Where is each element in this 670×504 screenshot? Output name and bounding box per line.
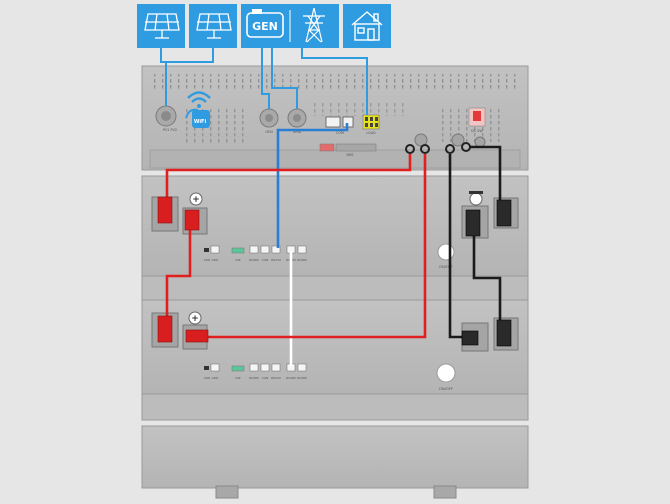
inverter-unit: PV1 PV2 WiFi GEN GRID COM [141, 65, 529, 171]
port-label: RS485 [297, 376, 307, 380]
module-2-ports: ADD ADD DIP RS485 CAN RS232 RS485 RS485 [204, 363, 307, 380]
generator-label: GEN [252, 20, 278, 33]
load-port-label: LOAD [366, 131, 376, 135]
source-cables [160, 48, 368, 115]
wifi-label: WiFi [194, 119, 207, 125]
port-label: CAN [262, 376, 268, 380]
bms-port-label: BMS [347, 153, 354, 157]
port-label: RS485 [249, 376, 259, 380]
inverter-ring-terminals [405, 142, 471, 154]
positive-lugs [157, 196, 209, 343]
battery-module-1: + ADD ADD DIP RS485 CAN RS232 RS485 RS48… [141, 175, 529, 301]
port-label: RS485 [286, 376, 296, 380]
port-label: ADD [212, 258, 219, 262]
svg-text:+: + [192, 195, 200, 205]
switch-label: ON/OFF [439, 386, 453, 391]
svg-text:+: + [191, 314, 199, 324]
port-label: RS485 [249, 258, 259, 262]
positive-cables [165, 154, 427, 339]
battery-terminal-ports [414, 133, 486, 148]
pv-port-label: PV1 PV2 [163, 128, 177, 132]
port-label: CAN [262, 258, 268, 262]
solar-panel-2-icon [189, 4, 237, 48]
port-label: RS232 [271, 376, 281, 380]
battery-module-2: + ADD ADD DIP RS485 CAN RS232 RS485 RS48… [141, 299, 529, 421]
port-label: ADD [204, 376, 211, 380]
port-label: DIP [235, 258, 240, 262]
grid-port-label: GRID [293, 130, 302, 134]
breaker-label: DC SW [471, 129, 483, 133]
power-switch-2[interactable]: ON/OFF [436, 363, 456, 391]
port-label: RS485 [297, 258, 307, 262]
port-label: ADD [212, 376, 219, 380]
gen-port-label: GEN [265, 130, 273, 134]
dc-breaker: DC SW [468, 107, 486, 133]
comm-port-label: COM [336, 131, 344, 135]
gen-port: GEN [259, 108, 279, 134]
switch-label: ON/OFF [439, 265, 453, 269]
solar-panel-1-icon [137, 4, 185, 48]
generator-grid-panel: GEN [241, 4, 339, 48]
wifi-icon: WiFi [185, 91, 211, 128]
cabinet-base [141, 425, 529, 499]
generator-icon: GEN [246, 9, 284, 38]
comm-cable [276, 123, 349, 248]
house-icon [343, 4, 391, 48]
negative-lugs [461, 199, 512, 347]
port-label: ADD [204, 258, 211, 262]
bms-dip-switches: BMS [319, 143, 377, 157]
transmission-tower-icon [303, 7, 325, 43]
power-switch-1[interactable]: ON/OFF [437, 243, 455, 269]
load-terminal: LOAD [362, 114, 380, 135]
port-label: RS232 [271, 258, 281, 262]
port-label: DIP [235, 376, 240, 380]
